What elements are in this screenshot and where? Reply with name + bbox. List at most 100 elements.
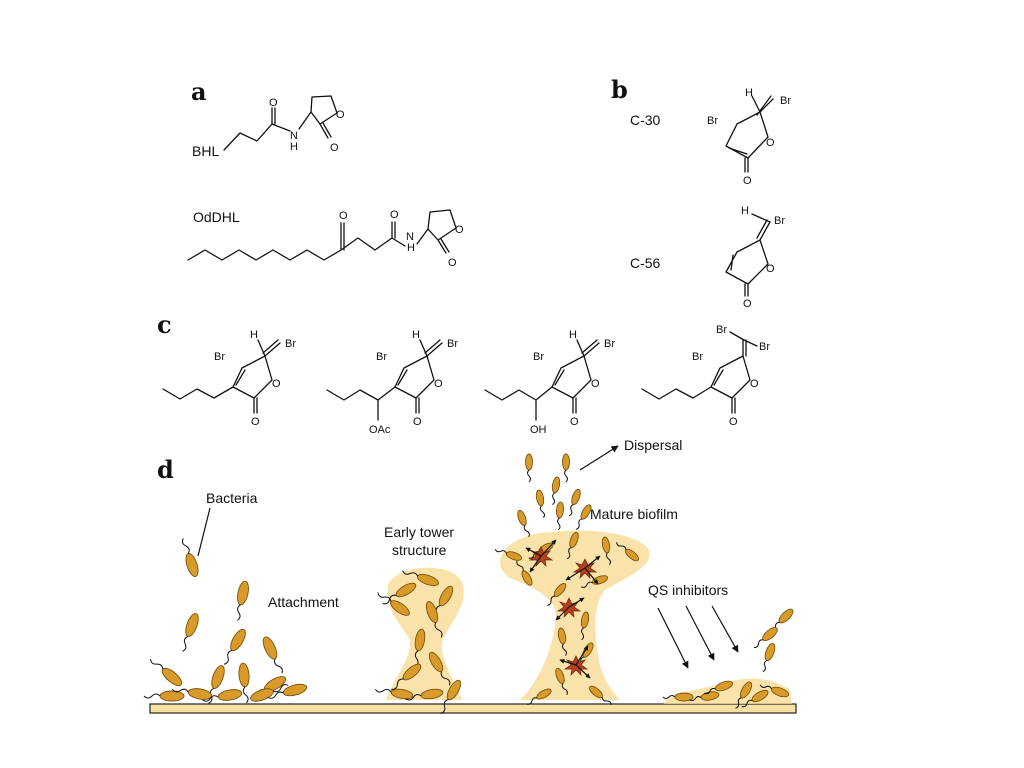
bacterium: [395, 582, 417, 598]
early-tower-label-line1: Early tower: [384, 524, 454, 540]
bacterium: [217, 689, 243, 701]
furanone-1-carbonyl-oxygen: O: [251, 416, 260, 428]
bacterium: [262, 636, 278, 660]
bacterium: [525, 453, 533, 471]
c56-exo-bromine: Br: [774, 215, 785, 227]
dispersal-arrow: [579, 445, 619, 471]
bhl-ring-oxygen: O: [336, 109, 345, 121]
oddhl-hydrogen: H: [407, 242, 415, 254]
c56-carbonyl-oxygen: O: [743, 298, 752, 310]
furanone-2-acetoxy: OAc: [369, 424, 391, 436]
dispersal-label: Dispersal: [624, 437, 682, 453]
c30-exo-bromine: Br: [780, 95, 791, 107]
bacterium: [580, 504, 592, 520]
bacterium: [714, 680, 734, 692]
furanone-3-exo-bromine: Br: [604, 338, 615, 350]
furanone-4: Br Br Br O O: [641, 324, 770, 428]
c30-ring-bromine: Br: [707, 115, 718, 127]
bacteria-cells: [143, 453, 794, 714]
c30-label: C-30: [630, 112, 661, 128]
bhl-hydrogen: H: [290, 141, 298, 153]
furanone-3-hydrogen: H: [569, 329, 577, 341]
bacterium: [211, 665, 225, 689]
furanone-3-ring-bromine: Br: [533, 351, 544, 363]
bacterium: [425, 601, 439, 623]
qs-inhibitor-arrow-3: [711, 605, 739, 653]
furanone-1: H Br Br O O: [162, 329, 296, 428]
qs-inhibitors-label: QS inhibitors: [648, 582, 728, 598]
furanone-4-ring-oxygen: O: [750, 378, 759, 390]
furanone-4-carbonyl-oxygen: O: [729, 416, 738, 428]
bacterium: [390, 600, 410, 616]
bacterium: [778, 608, 794, 624]
bacterium: [414, 628, 426, 652]
panel-a: a BHL O N H O O OdDHL: [187, 77, 464, 269]
bacteria-label: Bacteria: [206, 490, 258, 506]
oddhl-lactone-oxygen: O: [448, 257, 457, 269]
furanone-3-carbonyl-oxygen: O: [570, 416, 579, 428]
early-tower-label-line2: structure: [392, 542, 447, 558]
furanone-2: H Br Br O O OAc: [326, 329, 458, 436]
bacterium: [601, 536, 611, 554]
oddhl-structure: OdDHL O O N H O O: [187, 209, 464, 269]
furanone-2-hydrogen: H: [412, 329, 420, 341]
bacterium: [238, 662, 250, 688]
furanone-1-hydrogen: H: [250, 329, 258, 341]
furanone-2-ring-oxygen: O: [434, 378, 443, 390]
bacterium: [764, 642, 776, 662]
furanone-4-bromine-a: Br: [716, 324, 727, 336]
bacterium: [553, 583, 567, 597]
bacterium: [562, 453, 570, 471]
bacterium: [417, 573, 439, 587]
oddhl-amide-oxygen: O: [390, 209, 399, 221]
bhl-lactone-oxygen: O: [330, 142, 339, 154]
bacterium: [402, 663, 422, 681]
surface-substrate: [149, 703, 797, 714]
bacterium: [282, 683, 308, 697]
bhl-label: BHL: [192, 143, 219, 159]
c30-ring-oxygen: O: [766, 137, 775, 149]
bacterium: [580, 611, 590, 629]
c56-ring-oxygen: O: [766, 263, 775, 275]
panel-b-letter: b: [611, 75, 628, 104]
bacteria-pointer: [197, 507, 211, 557]
attachment-label: Attachment: [268, 594, 339, 610]
furanone-1-ring-oxygen: O: [272, 378, 281, 390]
furanone-3: H Br Br O O OH: [484, 329, 615, 436]
bacterium: [571, 488, 581, 506]
bacterium: [517, 509, 527, 527]
qs-signals: [525, 539, 601, 679]
mature-biofilm-matrix: [500, 530, 650, 700]
bhl-structure: BHL O N H O O: [192, 95, 345, 159]
bacterium: [536, 688, 552, 700]
furanone-4-bromine-b: Br: [759, 341, 770, 353]
furanone-2-carbonyl-oxygen: O: [413, 416, 422, 428]
furanone-1-exo-bromine: Br: [285, 338, 296, 350]
bacterium: [589, 685, 603, 699]
bacterium: [551, 476, 561, 494]
furanone-2-ring-bromine: Br: [376, 351, 387, 363]
bacterium: [237, 580, 249, 606]
qs-inhibitor-arrow-1: [657, 607, 689, 669]
bacterium: [159, 690, 185, 702]
c56-label: C-56: [630, 255, 661, 271]
bacterium: [250, 688, 274, 702]
bacterium: [762, 627, 778, 641]
bacterium: [230, 628, 246, 652]
c30-structure: C-30 H Br Br O O: [630, 87, 791, 187]
bhl-carbonyl-oxygen: O: [269, 97, 278, 109]
qs-inhibitor-arrow-2: [685, 605, 715, 661]
panel-d: d: [143, 437, 797, 714]
oddhl-label: OdDHL: [193, 209, 240, 225]
furanone-3-ring-oxygen: O: [591, 378, 600, 390]
panel-b: b C-30 H Br Br O O C-56 H: [611, 75, 791, 310]
bacterium: [185, 553, 199, 577]
bacterium: [770, 686, 790, 698]
c56-hydrogen: H: [741, 205, 749, 217]
panel-c-letter: c: [157, 310, 172, 339]
bacterium: [535, 489, 545, 507]
c30-carbonyl-oxygen: O: [743, 175, 752, 187]
bacterium: [555, 501, 565, 519]
furanone-3-hydroxyl: OH: [530, 424, 547, 436]
bacterium: [185, 613, 199, 637]
